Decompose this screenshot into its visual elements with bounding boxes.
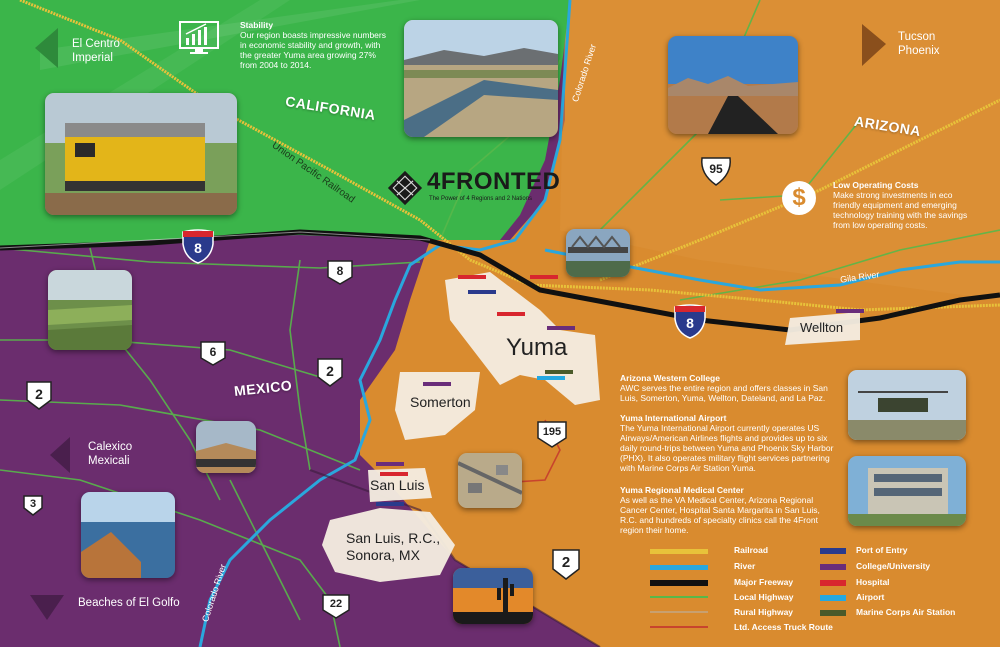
legend-swatch-college bbox=[820, 564, 846, 570]
legend-label-rural-highway: Rural Highway bbox=[734, 607, 794, 617]
legend-label-local-highway: Local Highway bbox=[734, 592, 794, 602]
east-arrow bbox=[862, 24, 886, 66]
us-95-shield: 95 bbox=[699, 156, 733, 186]
airport-block: Yuma International Airport The Yuma Inte… bbox=[620, 413, 838, 473]
nav-east-label[interactable]: Tucson Phoenix bbox=[898, 31, 940, 57]
somerton-label[interactable]: Somerton bbox=[410, 394, 471, 410]
legend-swatch-major-freeway bbox=[650, 580, 708, 586]
route-195-shield: 195 bbox=[536, 420, 568, 448]
legend-label-marine-corps: Marine Corps Air Station bbox=[856, 607, 956, 617]
medical-body: As well as the VA Medical Center, Arizon… bbox=[620, 495, 820, 535]
operating-costs-body: Make strong investments in eco friendly … bbox=[833, 190, 968, 230]
logo-name: 4FRONTED bbox=[427, 168, 561, 195]
southwest-arrow bbox=[50, 437, 70, 473]
interstate-8-east-shield: 8 bbox=[673, 303, 707, 339]
legend-swatch-truck-route bbox=[650, 626, 708, 628]
legend: Railroad River Major Freeway Local Highw… bbox=[650, 545, 990, 635]
legend-swatch-railroad bbox=[650, 549, 708, 554]
sunset-photo bbox=[453, 568, 533, 624]
nav-west-label[interactable]: El Centro Imperial bbox=[72, 38, 120, 64]
colorado-river-line bbox=[198, 0, 572, 647]
canal-photo bbox=[404, 20, 558, 137]
legend-label-major-freeway: Major Freeway bbox=[734, 577, 794, 587]
stability-icon bbox=[178, 20, 220, 56]
gila-river-line bbox=[544, 248, 1000, 292]
medical-title: Yuma Regional Medical Center bbox=[620, 485, 744, 495]
legend-label-river: River bbox=[734, 561, 756, 571]
legend-label-port-of-entry: Port of Entry bbox=[856, 545, 908, 555]
route-2-south-shield: 2 bbox=[550, 548, 582, 580]
legend-swatch-rural-highway bbox=[650, 611, 708, 613]
beach-photo bbox=[81, 492, 175, 578]
bridge-photo bbox=[566, 229, 630, 277]
route-2-west-shield: 2 bbox=[24, 380, 54, 410]
route-8-shield: 8 bbox=[326, 259, 354, 285]
border-photo bbox=[196, 421, 256, 473]
logo-diamond-icon bbox=[387, 170, 423, 206]
stability-body: Our region boasts impressive numbers in … bbox=[240, 30, 386, 70]
south-arrow bbox=[30, 595, 64, 620]
awc-title: Arizona Western College bbox=[620, 373, 720, 383]
airport-body: The Yuma International Airport currently… bbox=[620, 423, 834, 473]
farmland-photo bbox=[48, 270, 132, 350]
yuma-label[interactable]: Yuma bbox=[506, 334, 568, 361]
somerton-area bbox=[395, 372, 480, 440]
legend-swatch-port-of-entry bbox=[820, 548, 846, 554]
awc-block: Arizona Western College AWC serves the e… bbox=[620, 373, 838, 403]
san-luis-rc-area bbox=[322, 508, 455, 582]
legend-label-railroad: Railroad bbox=[734, 545, 769, 555]
logo: 4FRONTED The Power of 4 Regions and 2 Na… bbox=[387, 168, 587, 208]
stability-block: Stability Our region boasts impressive n… bbox=[240, 20, 390, 70]
nav-southwest-label[interactable]: Calexico Mexicali bbox=[88, 441, 133, 467]
legend-label-airport: Airport bbox=[856, 592, 885, 602]
logo-tagline: The Power of 4 Regions and 2 Nations bbox=[429, 196, 533, 202]
airport-title: Yuma International Airport bbox=[620, 413, 727, 423]
nav-south-label[interactable]: Beaches of El Golfo bbox=[78, 597, 180, 609]
legend-label-hospital: Hospital bbox=[856, 577, 890, 587]
san-luis-area bbox=[368, 468, 432, 502]
legend-swatch-airport bbox=[820, 595, 846, 601]
route-22-shield: 22 bbox=[321, 593, 351, 619]
wellton-area bbox=[785, 312, 860, 345]
dollar-icon: $ bbox=[782, 181, 816, 215]
route-6-shield: 6 bbox=[199, 340, 227, 366]
interstate-8-west-shield: 8 bbox=[181, 228, 215, 264]
awc-body: AWC serves the entire region and offers … bbox=[620, 383, 828, 403]
legend-label-truck-route: Ltd. Access Truck Route bbox=[734, 622, 833, 632]
san-luis-rc-label[interactable]: San Luis, R.C., Sonora, MX bbox=[346, 530, 441, 563]
legend-swatch-hospital bbox=[820, 580, 846, 586]
operating-costs-title: Low Operating Costs bbox=[833, 180, 919, 190]
route-3-shield: 3 bbox=[22, 494, 44, 516]
legend-swatch-marine-corps bbox=[820, 610, 846, 616]
west-arrow bbox=[35, 28, 58, 68]
medical-block: Yuma Regional Medical Center As well as … bbox=[620, 485, 838, 535]
legend-label-college: College/University bbox=[856, 561, 931, 571]
aerial-photo bbox=[458, 453, 522, 508]
wellton-label[interactable]: Wellton bbox=[800, 320, 844, 335]
legend-swatch-local-highway bbox=[650, 596, 708, 598]
route-2-mid-shield: 2 bbox=[315, 357, 345, 387]
hospital-photo bbox=[848, 456, 966, 526]
san-luis-label[interactable]: San Luis bbox=[370, 477, 425, 493]
road-photo bbox=[668, 36, 798, 134]
train-photo bbox=[45, 93, 237, 215]
stability-title: Stability bbox=[240, 20, 274, 30]
operating-costs-block: Low Operating Costs Make strong investme… bbox=[833, 180, 973, 230]
helicopter-photo bbox=[848, 370, 966, 440]
legend-swatch-river bbox=[650, 565, 708, 570]
